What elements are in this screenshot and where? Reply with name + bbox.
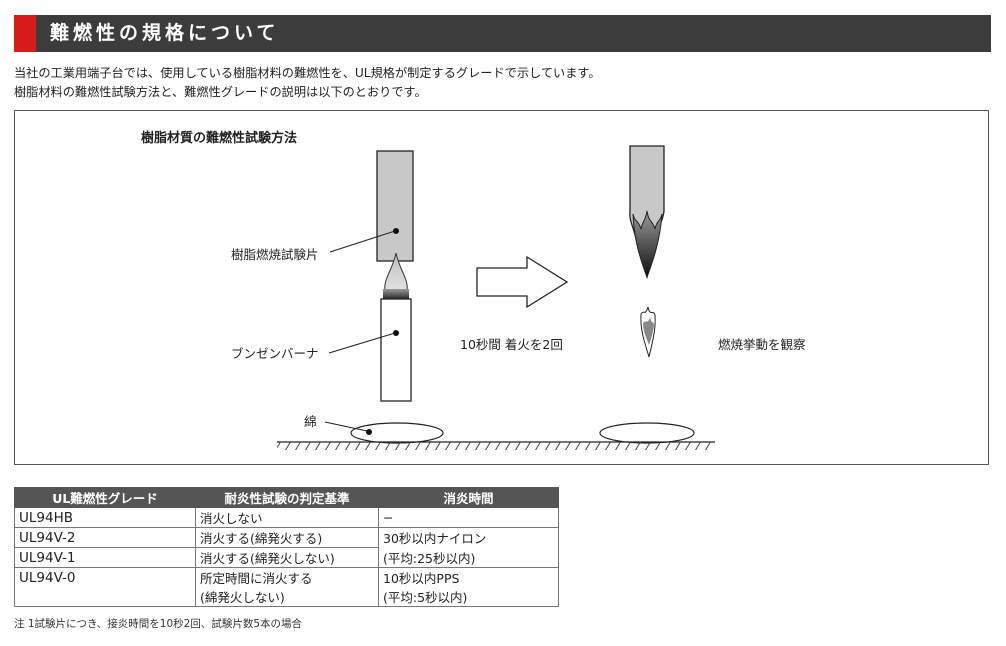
- table-row: UL94V-0 所定時間に消火する 10秒以内PPS: [14, 567, 559, 587]
- ground-hatch: [277, 442, 715, 450]
- header-grade: UL難燃性グレード: [14, 487, 196, 508]
- footnote: 注 1試験片につき、接炎時間を10秒2回、試験片数5本の場合: [14, 618, 303, 630]
- grade-cell: UL94V-2: [14, 527, 196, 548]
- burner-leader-line: [328, 332, 396, 354]
- burner-pointer-dot: [393, 330, 399, 336]
- header-time: 消炎時間: [378, 487, 559, 508]
- observe-label: 燃焼挙動を観察: [718, 337, 806, 352]
- intro-line-2: 樹脂材料の難燃性試験方法と、難燃性グレードの説明は以下のとおりです。: [14, 85, 427, 99]
- diagram-title: 樹脂材質の難燃性試験方法: [141, 131, 298, 146]
- header-accent-mark: [14, 15, 36, 52]
- cotton-right: [599, 422, 695, 444]
- drip-core: [643, 317, 654, 345]
- grade-table: UL難燃性グレード 耐炎性試験の判定基準 消炎時間 UL94HB 消火しない −…: [14, 487, 559, 607]
- table-row: UL94V-2 消火する(綿発火する) 30秒以内ナイロン: [14, 527, 559, 548]
- grade-cell: UL94V-0: [14, 567, 196, 587]
- time-cell: 30秒以内ナイロン: [378, 527, 559, 548]
- test-method-diagram: 樹脂材質の難燃性試験方法 樹脂燃焼試験片 ブンゼンバーナ 綿 10秒間 着火を2…: [14, 110, 989, 465]
- time-cell-note: (平均:25秒以内): [378, 547, 559, 568]
- bunsen-burner: [380, 298, 412, 402]
- intro-line-1: 当社の工業用端子台では、使用している樹脂材料の難燃性を、UL規格が制定するグレー…: [14, 66, 601, 80]
- section-title: 難燃性の規格について: [50, 22, 280, 44]
- time-cell-note: (平均:5秒以内): [378, 587, 559, 607]
- section-header: 難燃性の規格について: [14, 15, 991, 52]
- header-criteria: 耐炎性試験の判定基準: [195, 487, 379, 508]
- burner-label: ブンゼンバーナ: [231, 346, 319, 361]
- specimen-leader-line: [329, 230, 396, 253]
- resin-specimen-left: [376, 150, 414, 262]
- flame-base: [383, 289, 409, 301]
- specimen-flame-right: [632, 210, 663, 279]
- cotton-pointer-dot: [366, 429, 372, 435]
- specimen-pointer-dot: [393, 228, 399, 234]
- grade-cell-empty: [14, 587, 196, 607]
- specimen-label: 樹脂燃焼試験片: [231, 247, 319, 262]
- criteria-cell: 消火する(綿発火しない): [195, 547, 379, 568]
- criteria-cell: 消火しない: [195, 507, 379, 528]
- cotton-label: 綿: [304, 414, 317, 429]
- cotton-leader-line: [324, 421, 368, 432]
- time-cell: 10秒以内PPS: [378, 567, 559, 587]
- table-row-continued: (綿発火しない) (平均:5秒以内): [14, 587, 559, 607]
- grade-cell: UL94HB: [14, 507, 196, 528]
- table-row: UL94HB 消火しない −: [14, 507, 559, 528]
- criteria-cell-note: (綿発火しない): [195, 587, 379, 607]
- table-row: UL94V-1 消火する(綿発火しない) (平均:25秒以内): [14, 547, 559, 568]
- arrow-right-icon: [476, 255, 569, 309]
- cotton-left: [350, 422, 444, 444]
- ignition-label: 10秒間 着火を2回: [460, 337, 563, 352]
- time-cell: −: [378, 507, 559, 528]
- grade-table-header: UL難燃性グレード 耐炎性試験の判定基準 消炎時間: [14, 487, 559, 508]
- criteria-cell: 消火する(綿発火する): [195, 527, 379, 548]
- criteria-cell: 所定時間に消火する: [195, 567, 379, 587]
- grade-cell: UL94V-1: [14, 547, 196, 568]
- intro-text: 当社の工業用端子台では、使用している樹脂材料の難燃性を、UL規格が制定するグレー…: [14, 64, 601, 102]
- diagram-illustration: [277, 145, 715, 450]
